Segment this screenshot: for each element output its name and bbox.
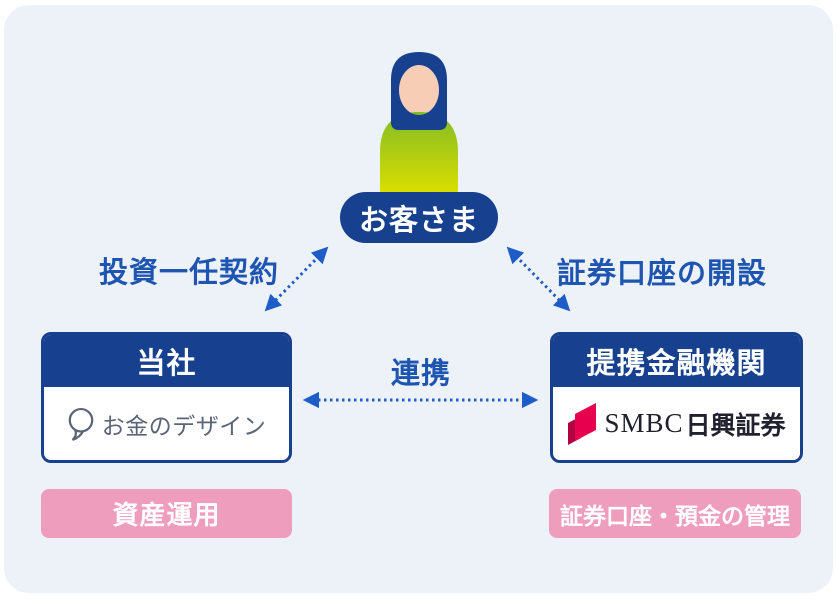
partner-box: 提携金融機関 SMBC 日興証券	[550, 332, 803, 463]
customer-label: お客さま	[358, 204, 479, 237]
partner-logo-text-jp: 日興証券	[685, 411, 786, 440]
company-role-badge: 資産運用	[41, 489, 292, 538]
company-logo: お金のデザイン	[44, 387, 289, 460]
relation-label-account-opening: 証券口座の開設	[557, 258, 768, 290]
company-logo-text: お金のデザイン	[101, 413, 267, 439]
partner-role-label: 証券口座・預金の管理	[560, 502, 790, 529]
relation-label-investment-contract: 投資一任契約	[99, 257, 280, 289]
company-role-label: 資産運用	[112, 500, 221, 530]
relation-label-partnership: 連携	[390, 358, 451, 390]
partner-header: 提携金融機関	[553, 335, 800, 387]
partner-logo-text-en: SMBC	[604, 408, 684, 438]
speech-bubble-logo-icon	[68, 407, 94, 441]
partner-role-badge: 証券口座・預金の管理	[549, 489, 801, 538]
smbc-flag-logo-icon	[568, 402, 597, 445]
customer-person-icon	[380, 52, 458, 192]
company-header: 当社	[44, 335, 289, 387]
customer-node: お客さま	[340, 192, 498, 243]
company-box: 当社 お金のデザイン	[41, 332, 292, 463]
partner-logo: SMBC 日興証券	[553, 387, 800, 460]
